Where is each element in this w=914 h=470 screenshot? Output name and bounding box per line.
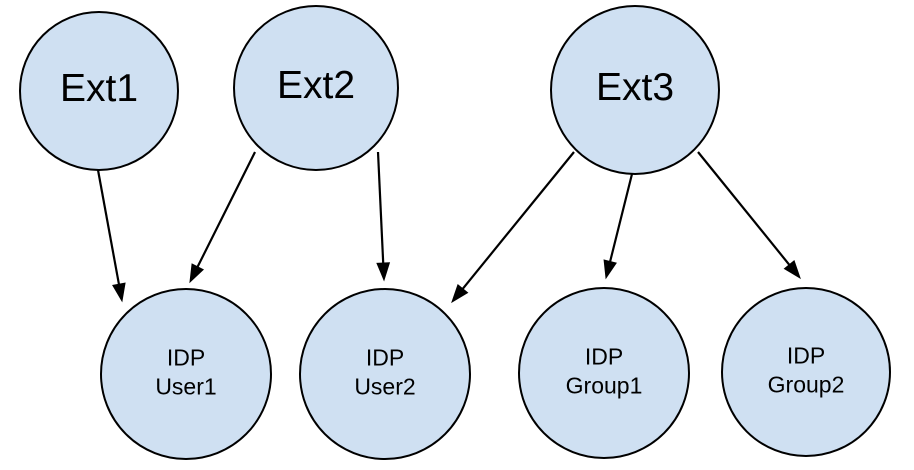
edge-line xyxy=(608,173,634,266)
arrowhead-icon xyxy=(783,260,801,280)
edge-ext2-to-user2 xyxy=(376,151,391,282)
edges-layer xyxy=(96,151,801,304)
node-ext1[interactable]: Ext1 xyxy=(19,11,179,171)
node-shape[interactable] xyxy=(550,5,720,175)
arrowhead-icon xyxy=(112,282,126,303)
arrowhead-icon xyxy=(189,263,205,284)
edge-line xyxy=(697,151,793,269)
arrowhead-icon xyxy=(603,259,617,280)
edge-line xyxy=(194,151,256,271)
node-shape[interactable] xyxy=(299,288,471,460)
edge-ext3-to-user2 xyxy=(451,151,575,304)
node-shape[interactable] xyxy=(100,288,272,460)
node-ext2[interactable]: Ext2 xyxy=(233,5,399,171)
edge-line xyxy=(96,169,121,289)
edge-ext2-to-user1 xyxy=(189,151,256,284)
edge-ext3-to-group1 xyxy=(603,173,634,280)
edge-line xyxy=(376,151,385,268)
node-shape[interactable] xyxy=(233,5,399,171)
node-shape[interactable] xyxy=(721,287,891,457)
edge-line xyxy=(459,151,575,293)
arrowhead-icon xyxy=(451,284,469,304)
edge-ext1-to-user1 xyxy=(96,169,126,303)
node-ext3[interactable]: Ext3 xyxy=(550,5,720,175)
node-shape[interactable] xyxy=(518,287,690,459)
node-shape[interactable] xyxy=(19,11,179,171)
arrowhead-icon xyxy=(376,262,391,282)
edge-ext3-to-group2 xyxy=(697,151,801,280)
